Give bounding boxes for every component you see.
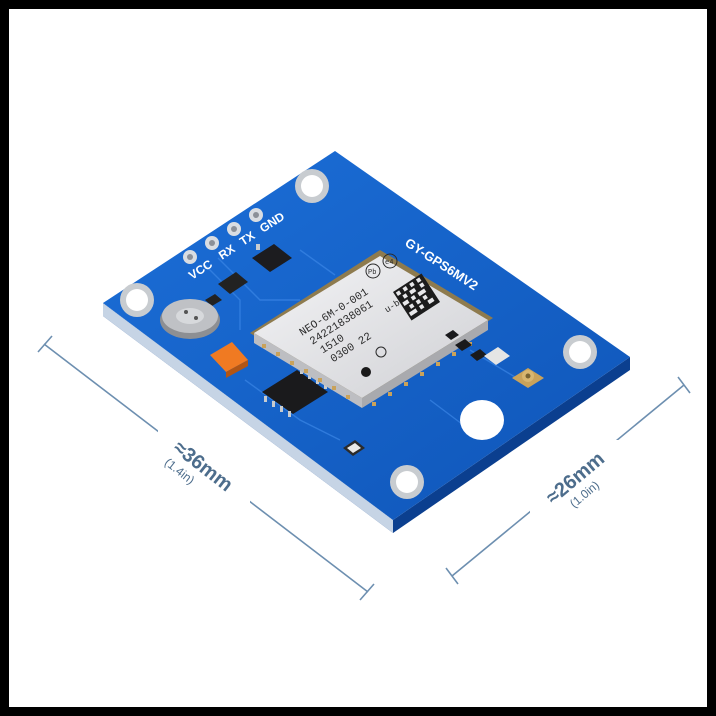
smd-resistors [445, 330, 487, 361]
pcb-edge-highlight [103, 303, 393, 533]
svg-text:Pb: Pb [368, 269, 376, 277]
data-matrix-code [393, 273, 441, 321]
center-hole [460, 400, 504, 440]
tantalum-capacitor [210, 342, 248, 372]
pcb-traces [204, 249, 521, 441]
product-photo: VCC RX TX GND GY-GPS6MV2 [9, 9, 707, 707]
dim-label-bg [158, 430, 250, 516]
mounting-hole-inner [396, 471, 418, 493]
mounting-hole-inner [569, 341, 591, 363]
pin1-marker [361, 367, 371, 377]
cert-e4-label: e4 [385, 259, 393, 267]
cert-mark: Pb e4 [365, 253, 398, 279]
backup-battery [160, 299, 220, 339]
copyright-symbol [375, 346, 387, 358]
dim-label-bg [530, 440, 624, 524]
gps-module-illustration: VCC RX TX GND GY-GPS6MV2 [37, 151, 691, 601]
mounting-holes [120, 169, 597, 499]
smd-component [205, 294, 222, 306]
pin-header [183, 208, 263, 264]
inductor [484, 347, 510, 365]
smd-component [218, 272, 248, 294]
voltage-regulator [252, 244, 292, 272]
antenna-connector [512, 368, 544, 388]
mounting-hole-inner [126, 289, 148, 311]
mounting-hole-inner [301, 175, 323, 197]
